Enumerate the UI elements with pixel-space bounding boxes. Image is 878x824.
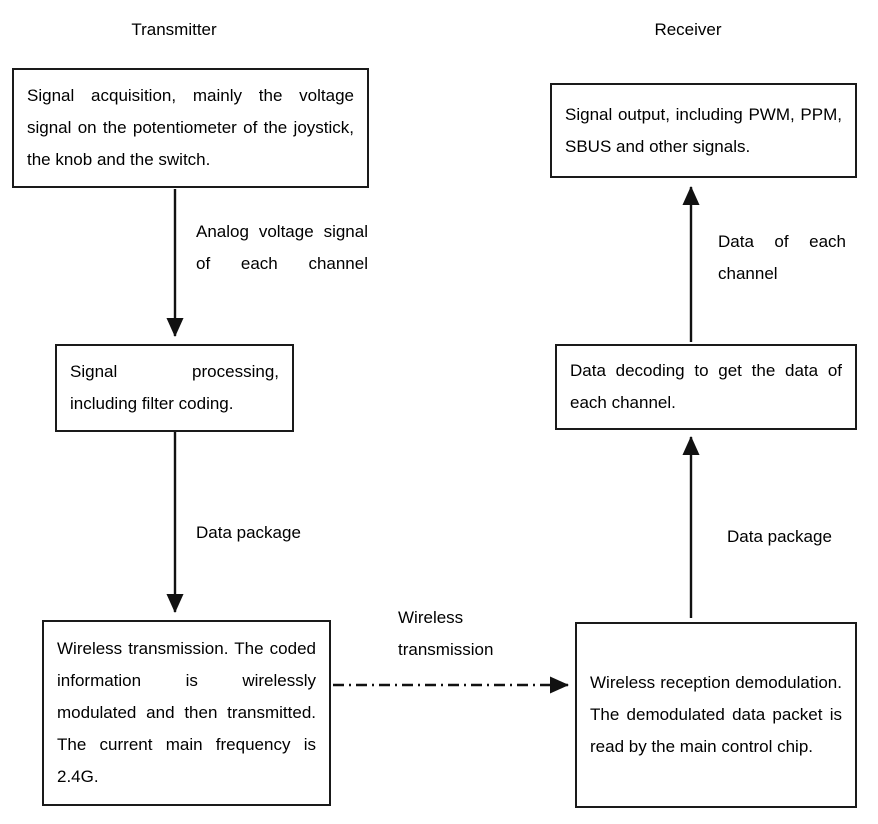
edge-label-data-of-each-channel: Data of each channel [718, 232, 846, 283]
box-wireless-transmission[interactable]: Wireless transmission. The coded informa… [42, 620, 331, 806]
box-signal-processing-text: Signal processing, including filter codi… [70, 362, 279, 413]
edge-label-data-package-receiver: Data package [727, 527, 832, 546]
box-data-decoding[interactable]: Data decoding to get the data of each ch… [555, 344, 857, 430]
box-signal-acquisition-text: Signal acquisition, mainly the voltage s… [27, 86, 354, 169]
column-title-receiver: Receiver [654, 20, 722, 39]
edge-label-analog-voltage: Analog voltage signal of each channel [196, 222, 368, 273]
box-signal-output[interactable]: Signal output, including PWM, PPM, SBUS … [550, 83, 857, 178]
box-signal-output-text: Signal output, including PWM, PPM, SBUS … [565, 104, 842, 156]
box-signal-processing[interactable]: Signal processing, including filter codi… [55, 344, 294, 432]
box-wireless-reception-text: Wireless reception demodulation. The dem… [590, 673, 842, 756]
column-title-transmitter: Transmitter [131, 20, 217, 39]
box-wireless-transmission-text: Wireless transmission. The coded informa… [57, 639, 316, 786]
box-signal-acquisition[interactable]: Signal acquisition, mainly the voltage s… [12, 68, 369, 188]
box-wireless-reception[interactable]: Wireless reception demodulation. The dem… [575, 622, 857, 808]
edge-label-data-package-transmitter: Data package [196, 523, 301, 542]
box-data-decoding-text: Data decoding to get the data of each ch… [570, 361, 842, 412]
edge-label-wireless-transmission: Wireless transmission [398, 608, 494, 659]
